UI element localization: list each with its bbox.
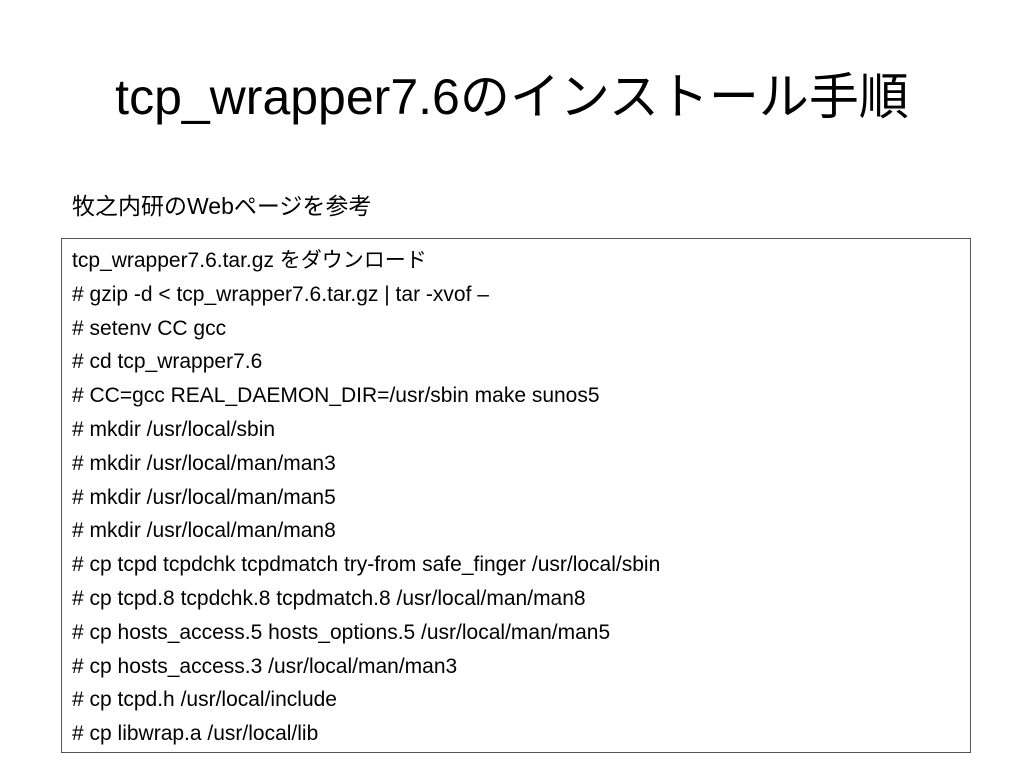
command-line: # mkdir /usr/local/man/man5: [72, 485, 336, 509]
command-line: # cp hosts_access.5 hosts_options.5 /usr…: [72, 620, 611, 644]
slide-title: tcp_wrapper7.6のインストール手順: [115, 69, 909, 125]
command-line: # cp libwrap.a /usr/local/lib: [72, 722, 319, 746]
command-line: # mkdir /usr/local/man/man8: [72, 519, 336, 543]
command-line: # CC=gcc REAL_DAEMON_DIR=/usr/sbin make …: [72, 384, 600, 408]
command-line: # mkdir /usr/local/sbin: [72, 417, 276, 441]
command-line: # cp tcpd tcpdchk tcpdmatch try-from saf…: [72, 553, 661, 577]
command-box: tcp_wrapper7.6.tar.gz をダウンロード # gzip -d …: [61, 238, 971, 753]
command-line: # cp tcpd.h /usr/local/include: [72, 688, 337, 712]
command-line: # cp hosts_access.3 /usr/local/man/man3: [72, 654, 458, 678]
command-line: # mkdir /usr/local/man/man3: [72, 451, 336, 475]
command-line: # cd tcp_wrapper7.6: [72, 350, 263, 374]
command-line: tcp_wrapper7.6.tar.gz をダウンロード: [72, 249, 427, 272]
command-line: # cp tcpd.8 tcpdchk.8 tcpdmatch.8 /usr/l…: [72, 586, 586, 610]
slide-subtitle: 牧之内研のWebページを参考: [72, 193, 372, 219]
command-line: # gzip -d < tcp_wrapper7.6.tar.gz | tar …: [72, 282, 489, 306]
command-line: # setenv CC gcc: [72, 316, 227, 340]
